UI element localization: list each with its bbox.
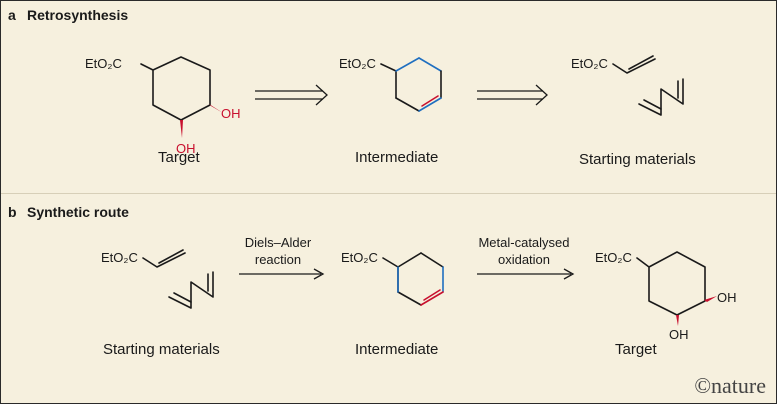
hydroxyl-label-1: OH bbox=[176, 141, 196, 156]
hydroxyl-label-2: OH bbox=[717, 290, 737, 305]
step2-line-2: oxidation bbox=[497, 252, 551, 267]
panel-a-title: Retrosynthesis bbox=[27, 7, 129, 23]
wedge-bond-oh-1 bbox=[676, 315, 679, 326]
panel-divider bbox=[1, 193, 776, 194]
ester-label: EtO₂C bbox=[595, 250, 632, 265]
step2-label: Metal-catalysed oxidation bbox=[469, 234, 579, 268]
hydroxyl-label-1: OH bbox=[669, 327, 689, 342]
caption-a-starting-materials: Starting materials bbox=[579, 151, 696, 168]
caption-b-starting-materials: Starting materials bbox=[103, 341, 220, 358]
wedge-bond-oh-2 bbox=[209, 104, 223, 113]
panel-b-title: Synthetic route bbox=[27, 204, 129, 220]
hydroxyl-label-2: OH bbox=[221, 106, 241, 121]
cyclohexane-ring bbox=[140, 56, 211, 121]
ester-label: EtO₂C bbox=[339, 56, 376, 71]
ester-label: EtO₂C bbox=[85, 56, 122, 71]
butadiene bbox=[638, 78, 684, 116]
step1-line-1: Diels–Alder bbox=[244, 235, 312, 250]
acrylate bbox=[612, 58, 656, 74]
caption-b-target: Target bbox=[615, 341, 657, 358]
step2-line-1: Metal-catalysed bbox=[478, 235, 570, 250]
step1-line-2: reaction bbox=[254, 252, 302, 267]
wedge-bond-oh-1 bbox=[180, 120, 183, 138]
caption-b-intermediate: Intermediate bbox=[355, 341, 439, 358]
step1-label: Diels–Alder reaction bbox=[231, 234, 325, 268]
ester-label: EtO₂C bbox=[101, 250, 138, 265]
caption-a-target: Target bbox=[158, 149, 200, 166]
nature-watermark: ©nature bbox=[694, 373, 766, 398]
cyclohexane-ring bbox=[636, 251, 706, 316]
acrylate bbox=[142, 252, 186, 268]
wedge-bond-oh-2 bbox=[704, 296, 717, 302]
caption-a-intermediate: Intermediate bbox=[355, 149, 439, 166]
butadiene bbox=[168, 271, 214, 309]
ester-label: EtO₂C bbox=[341, 250, 378, 265]
panel-a-label: a bbox=[8, 7, 16, 23]
ester-label: EtO₂C bbox=[571, 56, 608, 71]
panel-b-label: b bbox=[8, 204, 17, 220]
